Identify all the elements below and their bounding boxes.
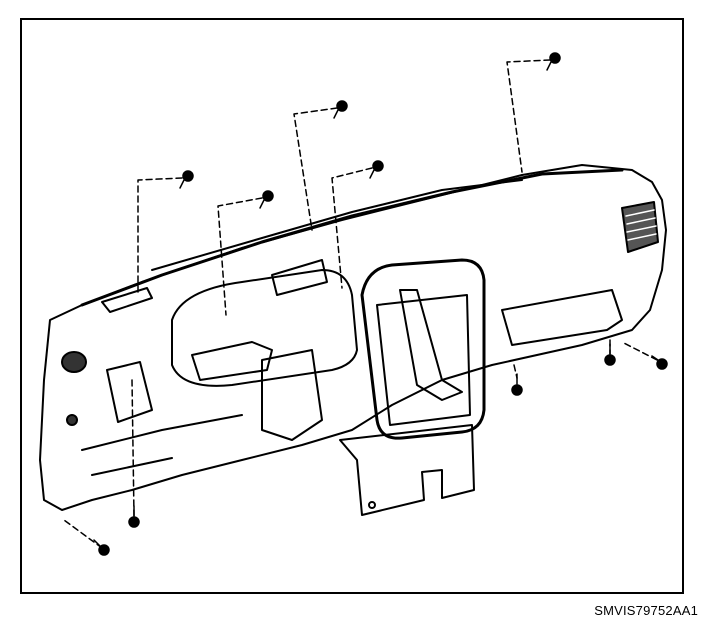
left-switch-panel — [106, 361, 153, 423]
leader-line-7 — [63, 519, 103, 549]
cluster-inner-bezel — [191, 341, 273, 381]
center-stack-inner — [376, 294, 471, 426]
fasteners — [93, 52, 668, 556]
bracket-hole — [368, 501, 376, 509]
screw-6 — [128, 505, 140, 528]
leader-line-6 — [131, 379, 135, 517]
defrost-vent-center — [271, 259, 328, 296]
defroster-strip — [151, 179, 523, 271]
screw-4 — [369, 160, 384, 179]
glove-box — [501, 289, 623, 346]
leader-lines — [63, 59, 658, 549]
instrument-cluster-opening — [171, 269, 358, 387]
illustration-frame — [20, 18, 684, 594]
dashboard-exploded-view — [39, 52, 668, 556]
left-lower-trim — [81, 414, 243, 476]
screw-1 — [179, 170, 194, 189]
leader-line-2 — [217, 197, 263, 316]
figure-caption: SMVIS79752AA1 — [594, 603, 698, 618]
left-side-hole — [66, 414, 78, 426]
screw-8 — [511, 373, 523, 396]
screw-5 — [546, 52, 561, 71]
leader-line-5 — [506, 59, 551, 173]
left-side-vent — [61, 351, 87, 373]
leader-line-10 — [621, 341, 658, 361]
center-stack-frame — [360, 258, 486, 440]
steering-column-bracket — [261, 349, 323, 441]
screw-9 — [604, 343, 616, 366]
screw-2 — [259, 190, 274, 209]
leader-line-4 — [331, 167, 373, 289]
screw-10 — [651, 355, 668, 370]
right-air-vent-louvers — [625, 209, 657, 241]
lower-support-bracket — [339, 424, 475, 516]
leader-line-1 — [137, 177, 183, 293]
dashboard-top-edge — [80, 168, 624, 307]
screw-7 — [93, 539, 110, 556]
defrost-vent-left — [101, 287, 153, 313]
screw-3 — [333, 100, 348, 119]
leader-line-3 — [293, 107, 338, 231]
center-stack-duct — [399, 289, 463, 401]
